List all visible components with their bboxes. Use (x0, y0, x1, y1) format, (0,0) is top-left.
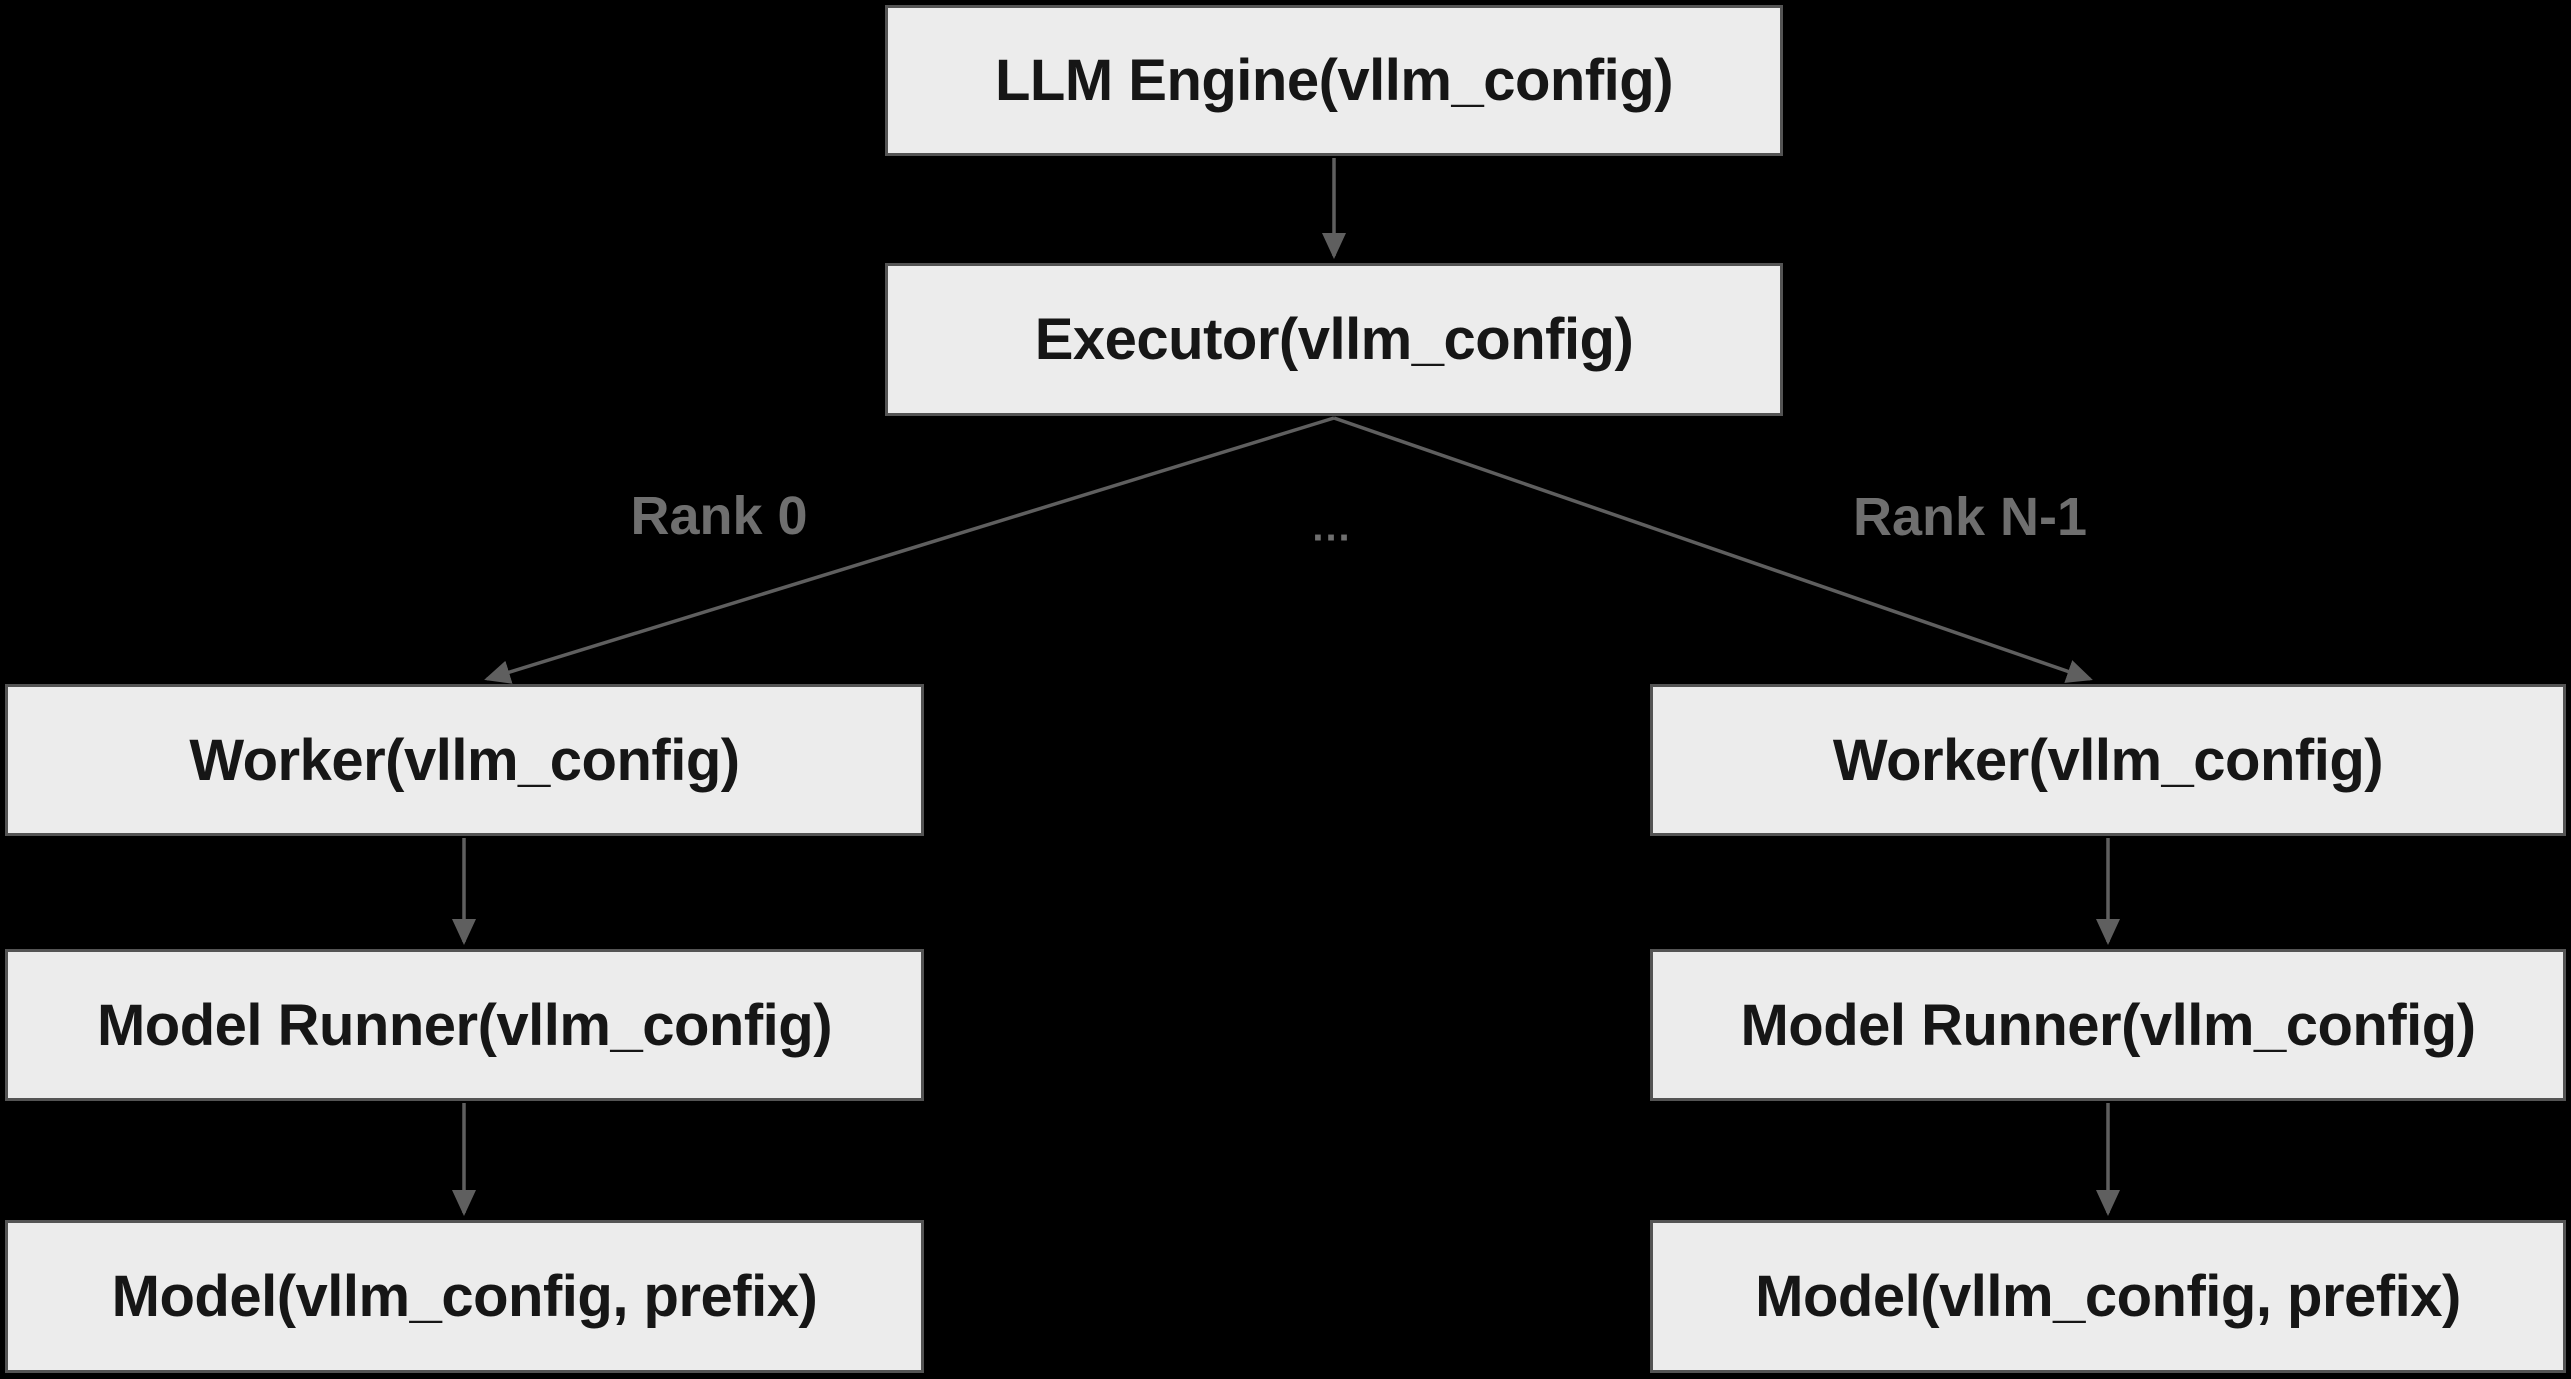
node-model-rankN: Model(vllm_config, prefix) (1650, 1220, 2566, 1373)
node-model-rank0: Model(vllm_config, prefix) (5, 1220, 924, 1373)
edge-label-ellipsis: ... (1312, 505, 1352, 550)
node-llm-engine: LLM Engine(vllm_config) (885, 5, 1783, 156)
node-model-runner-rank0: Model Runner(vllm_config) (5, 949, 924, 1101)
edge-label-rank-n-1: Rank N-1 (1852, 487, 2088, 547)
node-worker-rank0: Worker(vllm_config) (5, 684, 924, 836)
edge-label-rank-0: Rank 0 (630, 486, 808, 546)
node-model-runner-rankN: Model Runner(vllm_config) (1650, 949, 2566, 1101)
node-worker-rankN: Worker(vllm_config) (1650, 684, 2566, 836)
edge-executor-to-worker-right (1333, 416, 2093, 683)
edge-executor-to-worker-left (484, 416, 1335, 684)
node-executor: Executor(vllm_config) (885, 263, 1783, 416)
